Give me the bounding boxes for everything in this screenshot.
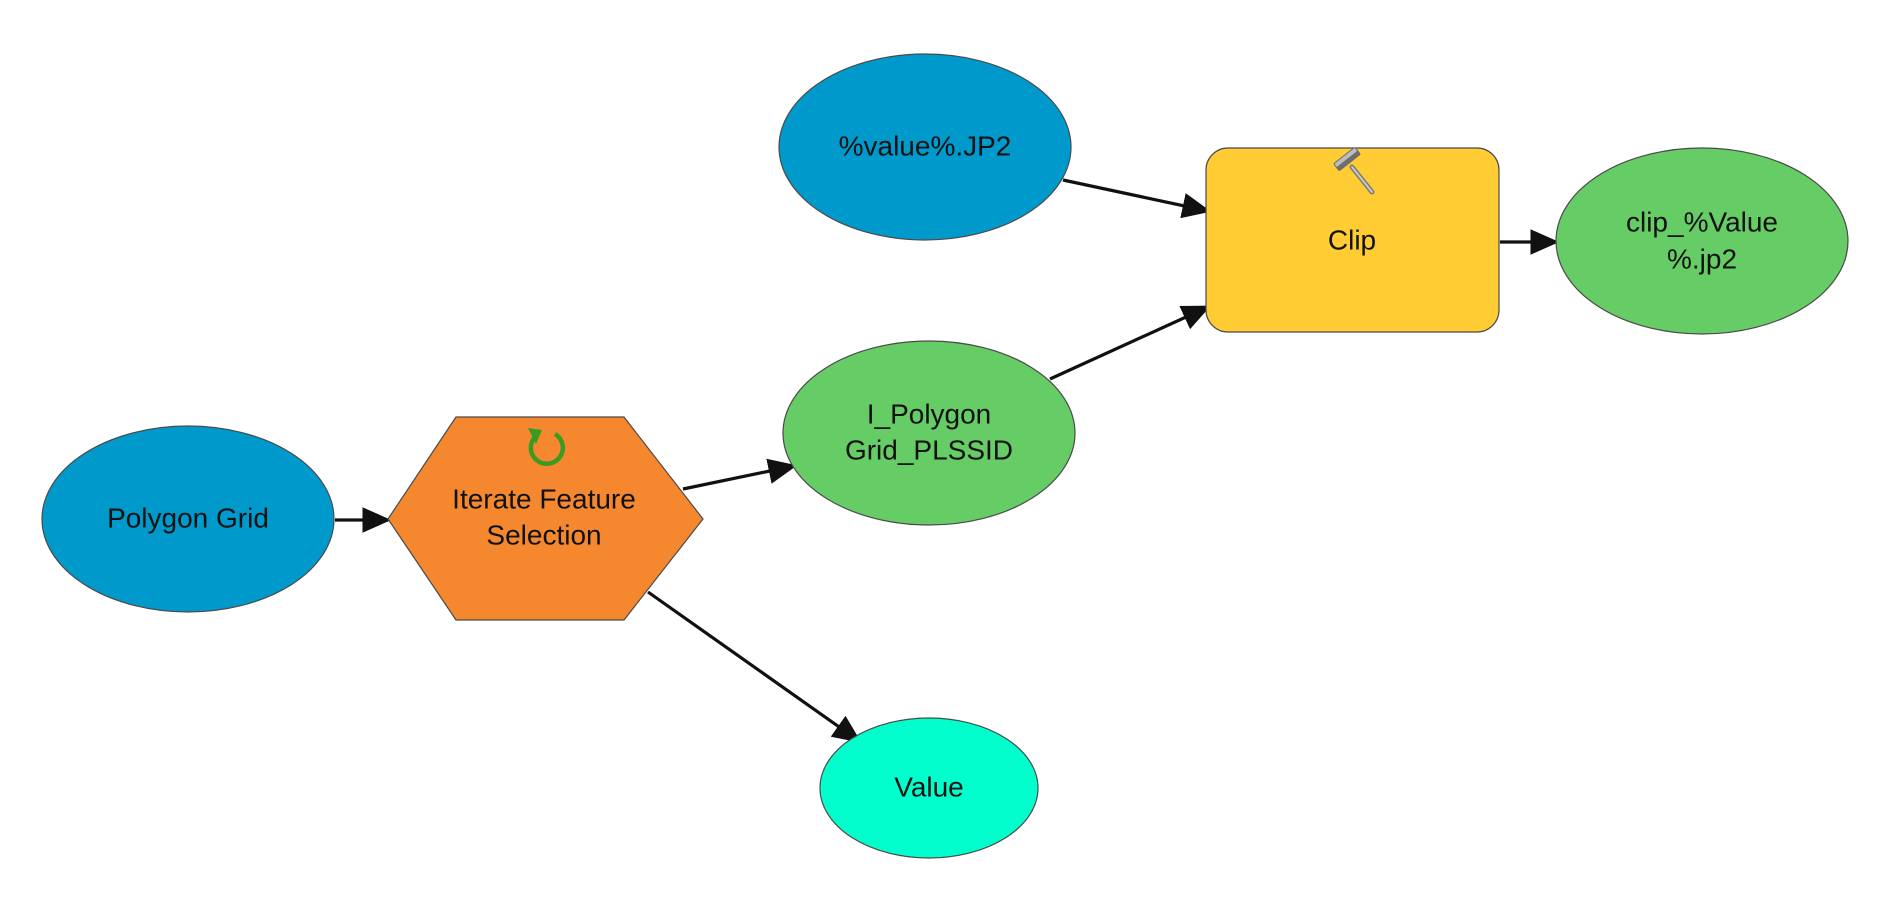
connectors (335, 178, 1560, 743)
node-value-jp2[interactable]: %value%.JP2 (778, 53, 1072, 241)
iterate-icon (528, 428, 566, 467)
clip-output-ellipse (1555, 147, 1849, 335)
i-polygon-ellipse (782, 340, 1076, 526)
node-clip-tool[interactable]: Clip (1205, 146, 1500, 333)
connector-iterate-to-i-polygon[interactable] (682, 458, 798, 491)
connector-iterate-to-value[interactable] (647, 590, 862, 743)
value-ellipse (819, 717, 1039, 859)
node-i-polygon-grid-plssid[interactable]: I_Polygon Grid_PLSSID (782, 340, 1076, 526)
hammer-icon (1333, 147, 1375, 195)
node-iterate-feature-selection[interactable]: Iterate Feature Selection (387, 416, 704, 621)
node-clip-output[interactable]: clip_%Value %.jp2 (1555, 147, 1849, 335)
node-value[interactable]: Value (819, 717, 1039, 859)
polygon-grid-ellipse (41, 425, 335, 613)
value-jp2-ellipse (778, 53, 1072, 241)
clip-rect (1205, 147, 1500, 333)
connector-value-jp2-to-clip[interactable] (1062, 178, 1212, 219)
node-polygon-grid[interactable]: Polygon Grid (41, 425, 335, 613)
iterate-hexagon (387, 416, 704, 621)
connector-i-polygon-to-clip[interactable] (1049, 305, 1211, 381)
